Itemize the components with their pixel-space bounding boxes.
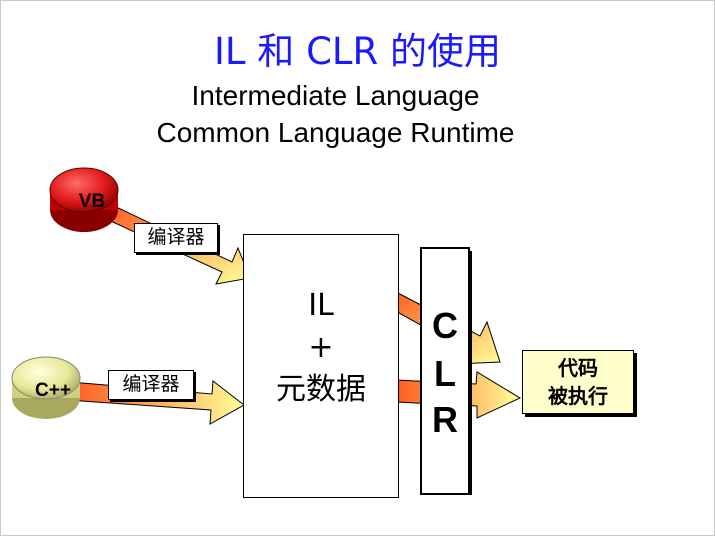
exec-line-1: 代码 (558, 356, 598, 380)
vb-cylinder-icon (49, 167, 119, 232)
il-line: IL (308, 288, 334, 323)
il-box-text: IL + 元数据 (244, 285, 398, 411)
plus-line: + (308, 330, 334, 365)
clr-letter-l: L (434, 353, 456, 394)
vb-label: VB (78, 191, 106, 212)
code-executed-box: 代码 被执行 (522, 350, 634, 414)
cpp-label: C++ (35, 380, 71, 401)
il-metadata-box: IL + 元数据 (243, 234, 399, 498)
clr-letter-c: C (432, 305, 458, 346)
metadata-line: 元数据 (276, 372, 366, 407)
exec-line-2: 被执行 (548, 384, 608, 408)
clr-box: C L R (420, 247, 470, 495)
compiler-label-vb: 编译器 (134, 223, 218, 253)
subtitle-line-2: Common Language Runtime (156, 117, 515, 148)
compiler-label-cpp: 编译器 (108, 370, 194, 400)
slide-title: IL 和 CLR 的使用 (214, 30, 501, 73)
subtitle-line-1: Intermediate Language (191, 80, 480, 111)
clr-letter-r: R (432, 399, 458, 440)
cpp-cylinder-icon (11, 356, 81, 419)
